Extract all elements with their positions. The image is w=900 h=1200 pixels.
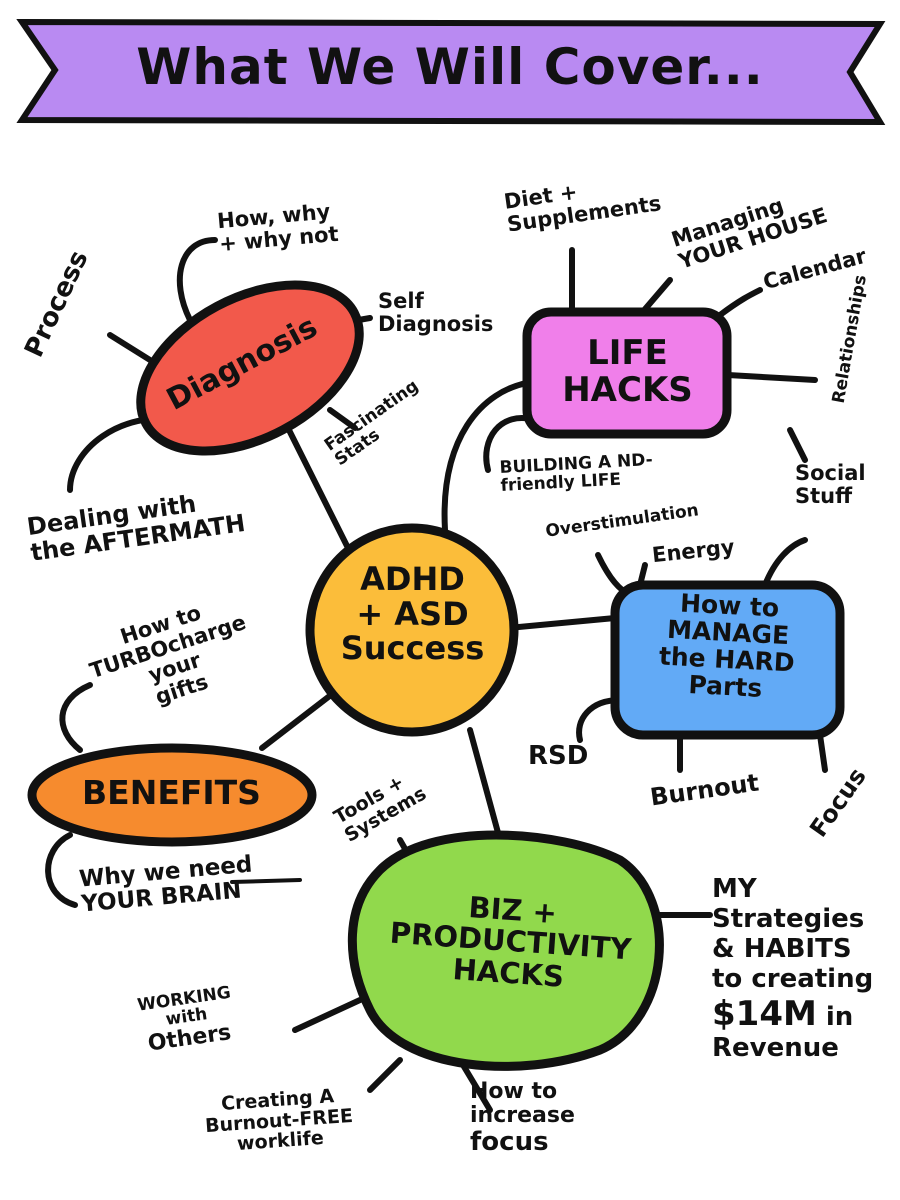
branch-line (107, 332, 153, 363)
center-line-2: + ASD (356, 594, 469, 633)
branch-text-line: in (825, 1001, 854, 1032)
center-node-label: ADHD + ASD Success (330, 562, 495, 666)
branch-line (457, 1057, 493, 1113)
branch-text-line: Diagnosis (378, 311, 494, 336)
connector-hard-parts (505, 615, 618, 631)
branch-text-line: $14M (712, 993, 817, 1034)
connector-biz (467, 727, 503, 843)
branch-text-line: & HABITS (712, 933, 852, 964)
branch-line (59, 682, 93, 753)
center-line-1: ADHD (360, 560, 465, 598)
connector-diagnosis (285, 425, 351, 551)
branch-line (367, 1057, 403, 1093)
page-title: What We Will Cover... (136, 38, 764, 96)
branch-rsd: RSD (528, 741, 589, 771)
branch-line (176, 237, 218, 323)
benefits-node (27, 743, 317, 847)
branch-line (817, 732, 828, 773)
branch-line (292, 997, 363, 1033)
center-node (305, 523, 519, 737)
connector-life-hacks (441, 379, 535, 533)
branch-line (717, 287, 763, 318)
branch-line (230, 878, 302, 884)
branch-line (762, 537, 808, 588)
center-line-3: Success (340, 629, 485, 668)
branch-line (787, 427, 808, 463)
branch-line (327, 407, 358, 431)
branch-text-line: LIFE (587, 333, 668, 373)
branch-text-line: Stuff (795, 483, 853, 508)
branch-line (45, 832, 78, 908)
branch-text-line: to creating (712, 963, 874, 994)
branch-text-line: Social (795, 461, 866, 485)
benefits-label: BENEFITS (82, 773, 261, 812)
branch-text-line: Self (378, 289, 424, 313)
life-hacks-node (522, 307, 732, 439)
biz-node (347, 830, 664, 1071)
branch-line (725, 372, 818, 383)
branch-text-line: Strategies (712, 903, 865, 934)
hard-parts-node (610, 580, 845, 740)
connector-benefits (259, 685, 343, 751)
branch-text-line: increase (470, 1102, 575, 1128)
branch-text-line: Revenue (712, 1032, 839, 1063)
diagnosis-node (136, 280, 364, 456)
branch-text-line: MY (712, 874, 757, 904)
branch-text-line: focus (470, 1126, 549, 1157)
branch-text-line: How to (470, 1079, 558, 1104)
title-banner (16, 18, 886, 126)
branch-text-line: HACKS (562, 369, 693, 410)
